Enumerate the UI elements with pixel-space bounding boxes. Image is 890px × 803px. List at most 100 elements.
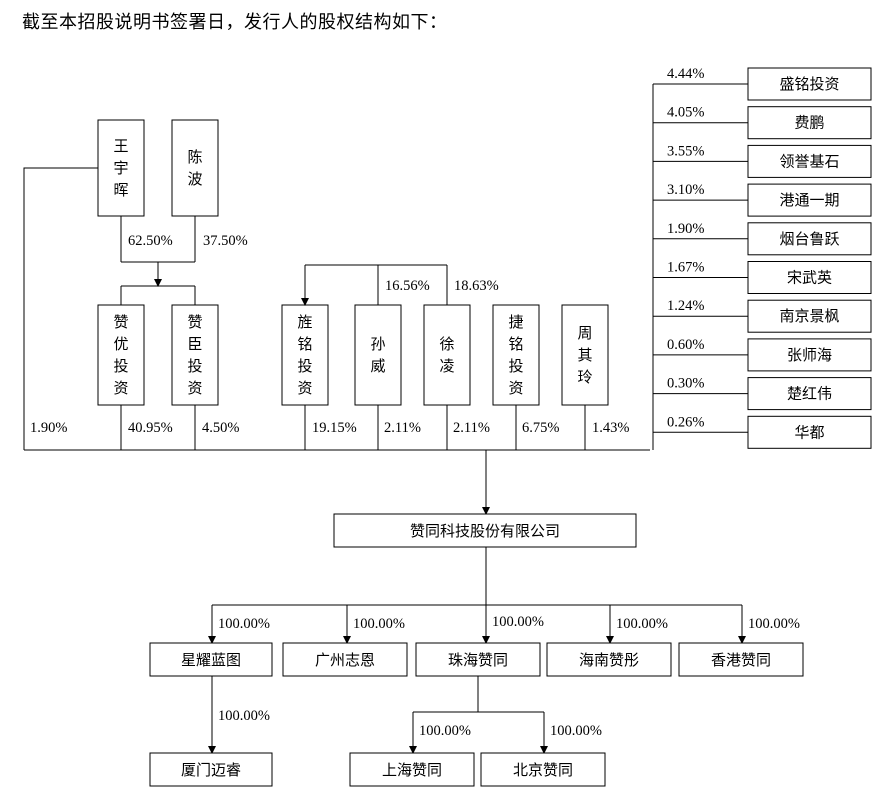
right-holder-name: 楚红伟 <box>787 385 832 403</box>
right-holder-pct: 1.24% <box>667 298 704 314</box>
right-holder-row: 南京景枫 1.24% <box>653 298 872 333</box>
right-holder-row: 港通一期 3.10% <box>653 182 872 217</box>
holder-name: 孙威 <box>370 335 385 375</box>
pct-wang-to-zanyou: 62.50% <box>128 233 173 249</box>
right-holder-pct: 4.44% <box>667 66 704 82</box>
pct-shanghai: 100.00% <box>419 723 471 739</box>
subsidiary-xingyao-lantu: 星耀蓝图 <box>149 642 273 677</box>
right-holder-box <box>747 106 872 140</box>
holder-wang-yuhui: 王宇晖 <box>97 119 145 217</box>
holder-jieming-investment: 捷铭投资 <box>492 304 540 406</box>
connector-zhuhai-subs <box>413 676 544 713</box>
subsidiary-name: 星耀蓝图 <box>181 651 241 669</box>
pct-zanyou: 40.95% <box>128 420 173 436</box>
company-zantong-technology: 赞同科技股份有限公司 <box>333 513 637 548</box>
right-holder-box <box>747 299 872 333</box>
connector-direct-holders-bus <box>24 405 650 451</box>
subsidiary-name: 香港赞同 <box>711 651 771 669</box>
right-holder-row: 楚红伟 0.30% <box>653 376 872 411</box>
right-holder-box <box>747 377 872 411</box>
holder-name: 徐凌 <box>439 335 454 375</box>
subsidiary-hongkong-zantong: 香港赞同 <box>678 642 804 677</box>
connector-jingming-partners <box>305 264 448 305</box>
pct-zanchen: 4.50% <box>202 420 239 436</box>
right-holder-name: 张师海 <box>787 346 832 364</box>
connector-subsidiaries-bus <box>212 547 742 606</box>
pct-sunwei-to-jingming: 16.56% <box>385 278 430 294</box>
subsidiary-name: 广州志恩 <box>315 651 375 669</box>
subsidiary-zhuhai-zantong: 珠海赞同 <box>415 642 541 677</box>
holder-name: 周其玲 <box>577 324 592 386</box>
right-holder-row: 华都 0.26% <box>653 414 872 449</box>
pct-xuling-to-jingming: 18.63% <box>454 278 499 294</box>
pct-xiamen: 100.00% <box>218 708 270 724</box>
right-holder-name: 南京景枫 <box>779 307 839 325</box>
right-holder-pct: 3.55% <box>667 143 704 159</box>
right-holder-pct: 1.67% <box>667 260 704 276</box>
holder-name: 陈波 <box>187 148 202 188</box>
holder-name: 赞臣投资 <box>187 313 202 397</box>
right-holder-box <box>747 261 872 294</box>
pct-hongkong: 100.00% <box>748 616 800 632</box>
pct-xingyao: 100.00% <box>218 616 270 632</box>
right-holder-pct: 3.10% <box>667 182 704 198</box>
pct-jingming: 19.15% <box>312 420 357 436</box>
subsidiary-name: 厦门迈睿 <box>181 761 241 779</box>
holder-xu-ling: 徐凌 <box>423 304 471 406</box>
holder-zanyou-investment: 赞优投资 <box>97 304 145 406</box>
holder-name: 赞优投资 <box>113 313 128 397</box>
right-holder-name: 华都 <box>794 423 824 441</box>
pct-xuling: 2.11% <box>453 420 490 436</box>
right-holder-row: 费鹏 4.05% <box>653 105 872 140</box>
holder-name: 旌铭投资 <box>297 313 312 397</box>
right-holder-box <box>747 183 872 217</box>
right-holder-box <box>747 415 872 449</box>
right-holder-name: 宋武英 <box>787 269 832 287</box>
pct-guangzhou: 100.00% <box>353 616 405 632</box>
pct-beijing: 100.00% <box>550 723 602 739</box>
right-holder-name: 港通一期 <box>779 191 839 209</box>
right-holder-name: 烟台鲁跃 <box>779 230 839 248</box>
pct-hainan: 100.00% <box>616 616 668 632</box>
holder-zhou-qiling: 周其玲 <box>561 304 609 406</box>
right-holder-pct: 0.30% <box>667 376 704 392</box>
subsidiary-name: 珠海赞同 <box>448 651 508 669</box>
subsidiary-xiamen-mairui: 厦门迈睿 <box>149 752 273 787</box>
right-holder-name: 领誉基石 <box>779 152 839 170</box>
holder-chen-bo: 陈波 <box>171 119 219 217</box>
pct-zhouqiling: 1.43% <box>592 420 629 436</box>
subsidiary-guangzhou-zhien: 广州志恩 <box>282 642 408 677</box>
right-holder-name: 费鹏 <box>794 114 824 132</box>
pct-jieming: 6.75% <box>522 420 559 436</box>
right-holder-box <box>747 222 872 256</box>
subsidiary-hainan-zantong: 海南赞彤 <box>546 642 672 677</box>
subsidiary-name: 上海赞同 <box>382 761 442 779</box>
connector-wang-direct <box>23 167 98 450</box>
holder-sun-wei: 孙威 <box>354 304 402 406</box>
subsidiary-shanghai-zantong: 上海赞同 <box>349 752 475 787</box>
holder-zanchen-investment: 赞臣投资 <box>171 304 219 406</box>
holder-name: 捷铭投资 <box>508 313 523 397</box>
subsidiary-beijing-zantong: 北京赞同 <box>480 752 606 787</box>
company-name: 赞同科技股份有限公司 <box>410 522 560 540</box>
intro-text: 截至本招股说明书签署日，发行人的股权结构如下： <box>22 12 448 33</box>
pct-chen-to-zanyou: 37.50% <box>203 233 248 249</box>
right-holder-row: 领誉基石 3.55% <box>653 143 872 178</box>
right-holder-box <box>747 144 872 178</box>
right-holder-row: 烟台鲁跃 1.90% <box>653 221 872 256</box>
right-holder-pct: 4.05% <box>667 105 704 121</box>
holder-jingming-investment: 旌铭投资 <box>281 304 329 406</box>
right-holder-row: 宋武英 1.67% <box>653 260 872 294</box>
subsidiary-name: 北京赞同 <box>513 761 573 779</box>
pct-wang-direct: 1.90% <box>30 420 67 436</box>
pct-zhuhai: 100.00% <box>492 614 544 630</box>
right-holder-box <box>747 67 872 101</box>
subsidiary-name: 海南赞彤 <box>579 651 639 669</box>
right-holder-pct: 1.90% <box>667 221 704 237</box>
connector-zanyou-zanchen <box>120 285 196 305</box>
right-holder-pct: 0.26% <box>667 414 704 430</box>
